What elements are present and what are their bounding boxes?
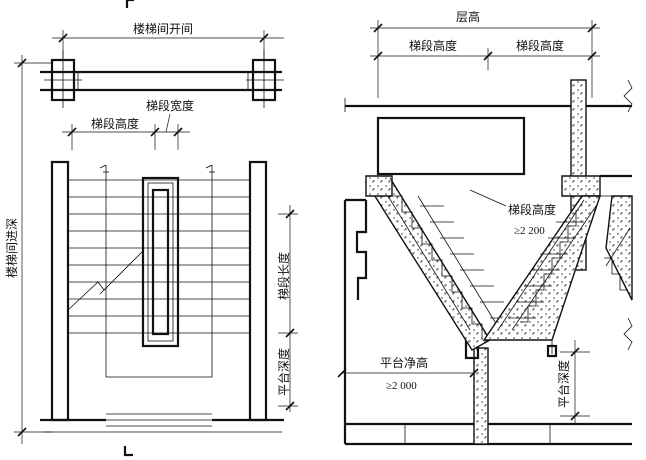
flight-left bbox=[364, 175, 514, 351]
flight-height-label: 梯段高度 bbox=[91, 116, 139, 131]
flight-height-left-label: 梯段高度 bbox=[409, 38, 457, 53]
flight-clearance-annotation: 梯段高度 ≥2 200 bbox=[469, 189, 556, 237]
plan-stairwell bbox=[99, 164, 215, 378]
landing-headroom-label: 平台净高 bbox=[380, 355, 428, 370]
floor-height-dimension: 层高 梯段高度 梯段高度 bbox=[370, 9, 600, 98]
plan-right-dimensions: 梯段长度 平台深度 bbox=[276, 205, 298, 412]
flight-right bbox=[482, 195, 633, 358]
landing-clearance-value: ≥2 000 bbox=[386, 380, 417, 392]
plan-treads bbox=[67, 179, 250, 334]
plan-walls bbox=[40, 160, 284, 433]
depth-dimension: 楼梯间进深 bbox=[4, 55, 52, 444]
plan-view: 楼梯间开间 楼梯间进深 梯段高度 梯段宽度 bbox=[4, 0, 298, 457]
flight-dimensions: 梯段高度 梯段宽度 bbox=[62, 98, 194, 150]
opening-width-label: 楼梯间开间 bbox=[133, 21, 193, 36]
section-view: 层高 梯段高度 梯段高度 bbox=[337, 9, 633, 446]
flight-height-mid-label: 梯段高度 bbox=[508, 202, 556, 217]
plan-top-wall bbox=[40, 50, 284, 108]
section-landing-depth: 平台深度 bbox=[556, 340, 590, 424]
depth-label: 楼梯间进深 bbox=[4, 218, 19, 278]
plan-landing-depth-label: 平台深度 bbox=[276, 348, 291, 396]
flight-height-right-label: 梯段高度 bbox=[516, 38, 564, 53]
landing-headroom-annotation: 平台净高 ≥2 000 bbox=[337, 355, 479, 392]
floor-height-label: 层高 bbox=[456, 9, 480, 24]
flight-clearance-value: ≥2 200 bbox=[514, 225, 545, 237]
section-landing-depth-label: 平台深度 bbox=[556, 360, 571, 408]
opening-width-dimension: 楼梯间开间 bbox=[52, 21, 284, 58]
flight-length-label: 梯段长度 bbox=[276, 252, 291, 300]
flight-width-label: 梯段宽度 bbox=[146, 98, 194, 113]
